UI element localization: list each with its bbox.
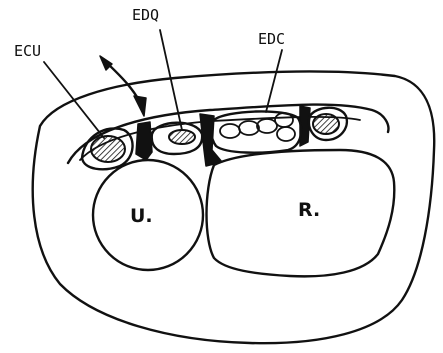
septum-2 [200,114,222,166]
edc-tendon-2 [239,121,259,135]
ulna-label: U. [130,205,153,227]
edc-tendon-3 [257,119,277,133]
edc-tendon-1 [220,124,240,138]
ecu-label: ECU [14,42,41,60]
eip-tendon [313,114,339,134]
edc-tendon-4 [275,113,293,127]
radius-label: R. [298,199,320,221]
edc-label: EDC [258,30,285,48]
edc-leader [266,50,282,112]
ecu-leader [44,62,104,138]
arrow-head [134,96,146,116]
edq-label: EDQ [132,6,159,24]
ecu-tendon [91,136,125,162]
septum-1 [136,122,152,160]
edc-tendon-5 [277,127,295,141]
arrow-tail [100,56,112,70]
edq-tendon [169,130,195,144]
